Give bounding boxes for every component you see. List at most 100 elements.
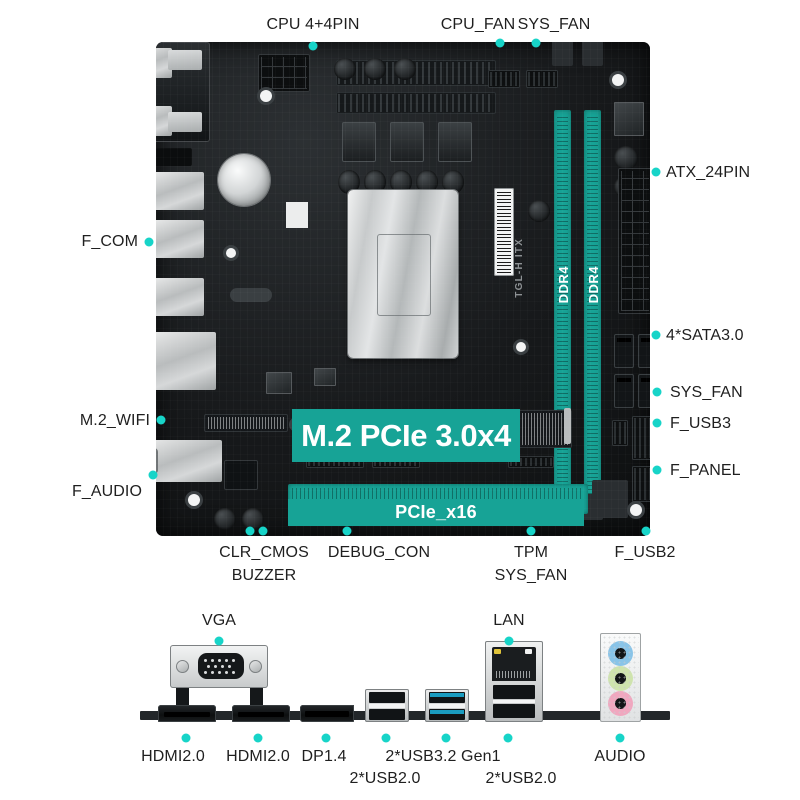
m2-standoff-screw [564,408,571,444]
callout-dot-vga [214,636,224,646]
vrm-heatsink-fins-2 [336,92,496,114]
f-panel-header [632,466,650,502]
capacitor-row-3 [390,170,412,194]
callout-usb20-b: 2*USB2.0 [485,770,557,787]
audio-jack-panel [600,633,641,722]
standoff-hole-mid-left [226,248,236,258]
capacitor-row-4 [416,170,438,194]
power-chip [614,102,644,136]
rear-usb-stack-2 [156,278,204,316]
callout-dot-m2-wifi [156,415,166,425]
standoff-hole-top-right [612,74,624,86]
callout-sys-fan-bottom: SYS_FAN [494,567,568,584]
callout-f-com: F_COM [81,233,138,250]
callout-dot-atx-24pin [651,167,661,177]
callout-dot-f-panel [652,465,662,475]
standoff-hole-top-left [260,90,272,102]
callout-dot-clr-cmos [245,526,255,536]
rear-usb-stack-1 [156,220,204,258]
controller-chip-2 [314,368,336,386]
dimm-slot-2: DDR4 [584,110,601,500]
callout-atx-24pin: ATX_24PIN [666,164,751,181]
dimm-latch-2 [582,42,603,66]
callout-clr-cmos: CLR_CMOS [219,544,309,561]
capacitor-mid [528,200,550,222]
m2-pcie-badge: M.2 PCIe 3.0x4 [292,409,520,462]
serial-barcode [494,188,514,276]
capacitor-top-3 [394,58,416,80]
rear-shield-tab-1 [168,50,202,70]
lan-led-white [525,649,532,654]
capacitor-top-1 [334,58,356,80]
dimm-latch-1 [552,42,573,66]
callout-usb32: 2*USB3.2 Gen1 [385,748,501,765]
callout-dp: DP1.4 [301,748,347,765]
standoff-hole-bottom-right [630,504,642,516]
callout-dot-sys-fan-top [531,38,541,48]
cmos-battery [218,154,270,206]
crystal-oscillator [230,288,272,302]
audio-jack-line-in [608,641,633,666]
callout-audio: AUDIO [594,748,646,765]
callout-dot-usb32 [441,733,451,743]
vrm-heatsink-fins [336,60,496,86]
callout-cpu-4-4pin: CPU 4+4PIN [266,16,360,33]
pcie-x16-badge: PCIe_x16 [288,499,584,526]
atx-24pin-connector [618,168,650,314]
vga-port-body [170,645,268,688]
rear-lan-port [156,332,216,390]
callout-dot-sata [651,330,661,340]
m2-wifi-slot [204,414,288,432]
callout-dot-hdmi-2 [253,733,263,743]
vga-screw-left [176,660,189,673]
callout-f-panel: F_PANEL [670,462,741,479]
callout-debug-con: DEBUG_CON [327,544,431,561]
lan-usb-combo [485,641,543,722]
cpu-fan-header [488,70,520,88]
rear-audio-jacks [156,440,222,482]
callout-tpm: TPM [513,544,549,561]
capacitor-row-2 [364,170,386,194]
vrm-choke-2 [390,122,424,162]
callout-sata: 4*SATA3.0 [666,327,744,344]
board-model-silkscreen: TGL-H ITX [514,238,525,298]
capacitor-bottom [242,508,264,530]
rear-dp-port [156,148,192,166]
hdmi-port-1 [158,705,216,722]
qr-sticker [286,202,308,228]
callout-dot-f-com [144,237,154,247]
callout-usb20-a: 2*USB2.0 [349,770,421,787]
callout-dot-cpu-4-4pin [308,41,318,51]
vrm-choke-3 [438,122,472,162]
sys-fan-header-top [526,70,558,88]
callout-hdmi-1: HDMI2.0 [141,748,205,765]
callout-f-usb2: F_USB2 [614,544,676,561]
callout-sys-fan-right: SYS_FAN [670,384,743,401]
rear-shield-tab-2 [168,112,202,132]
usb2-stack [365,689,409,722]
usb3-stack [425,689,469,722]
callout-dot-lan [504,636,514,646]
standoff-hole-mid-right [516,342,526,352]
callout-m2-wifi: M.2_WIFI [79,412,150,429]
callout-dot-f-usb3 [652,418,662,428]
capacitor-right-1 [614,146,638,170]
audio-jack-line-out [608,666,633,691]
pcie-retention-clip [592,480,628,518]
audio-jack-mic-in [608,691,633,716]
callout-hdmi-2: HDMI2.0 [226,748,290,765]
sata-port-2 [638,334,650,368]
sata-port-3 [614,374,634,408]
vrm-choke-1 [342,122,376,162]
lan-led-amber [494,649,501,654]
capacitor-top-2 [364,58,386,80]
callout-vga: VGA [201,612,237,629]
callout-dot-usb20-b [503,733,513,743]
capacitor-row-1 [338,170,360,194]
f-usb3-header [632,416,650,460]
callout-dot-dp [321,733,331,743]
callout-dot-hdmi-1 [181,733,191,743]
displayport-port [300,705,354,722]
dimm-slot-1-label: DDR4 [556,266,571,304]
